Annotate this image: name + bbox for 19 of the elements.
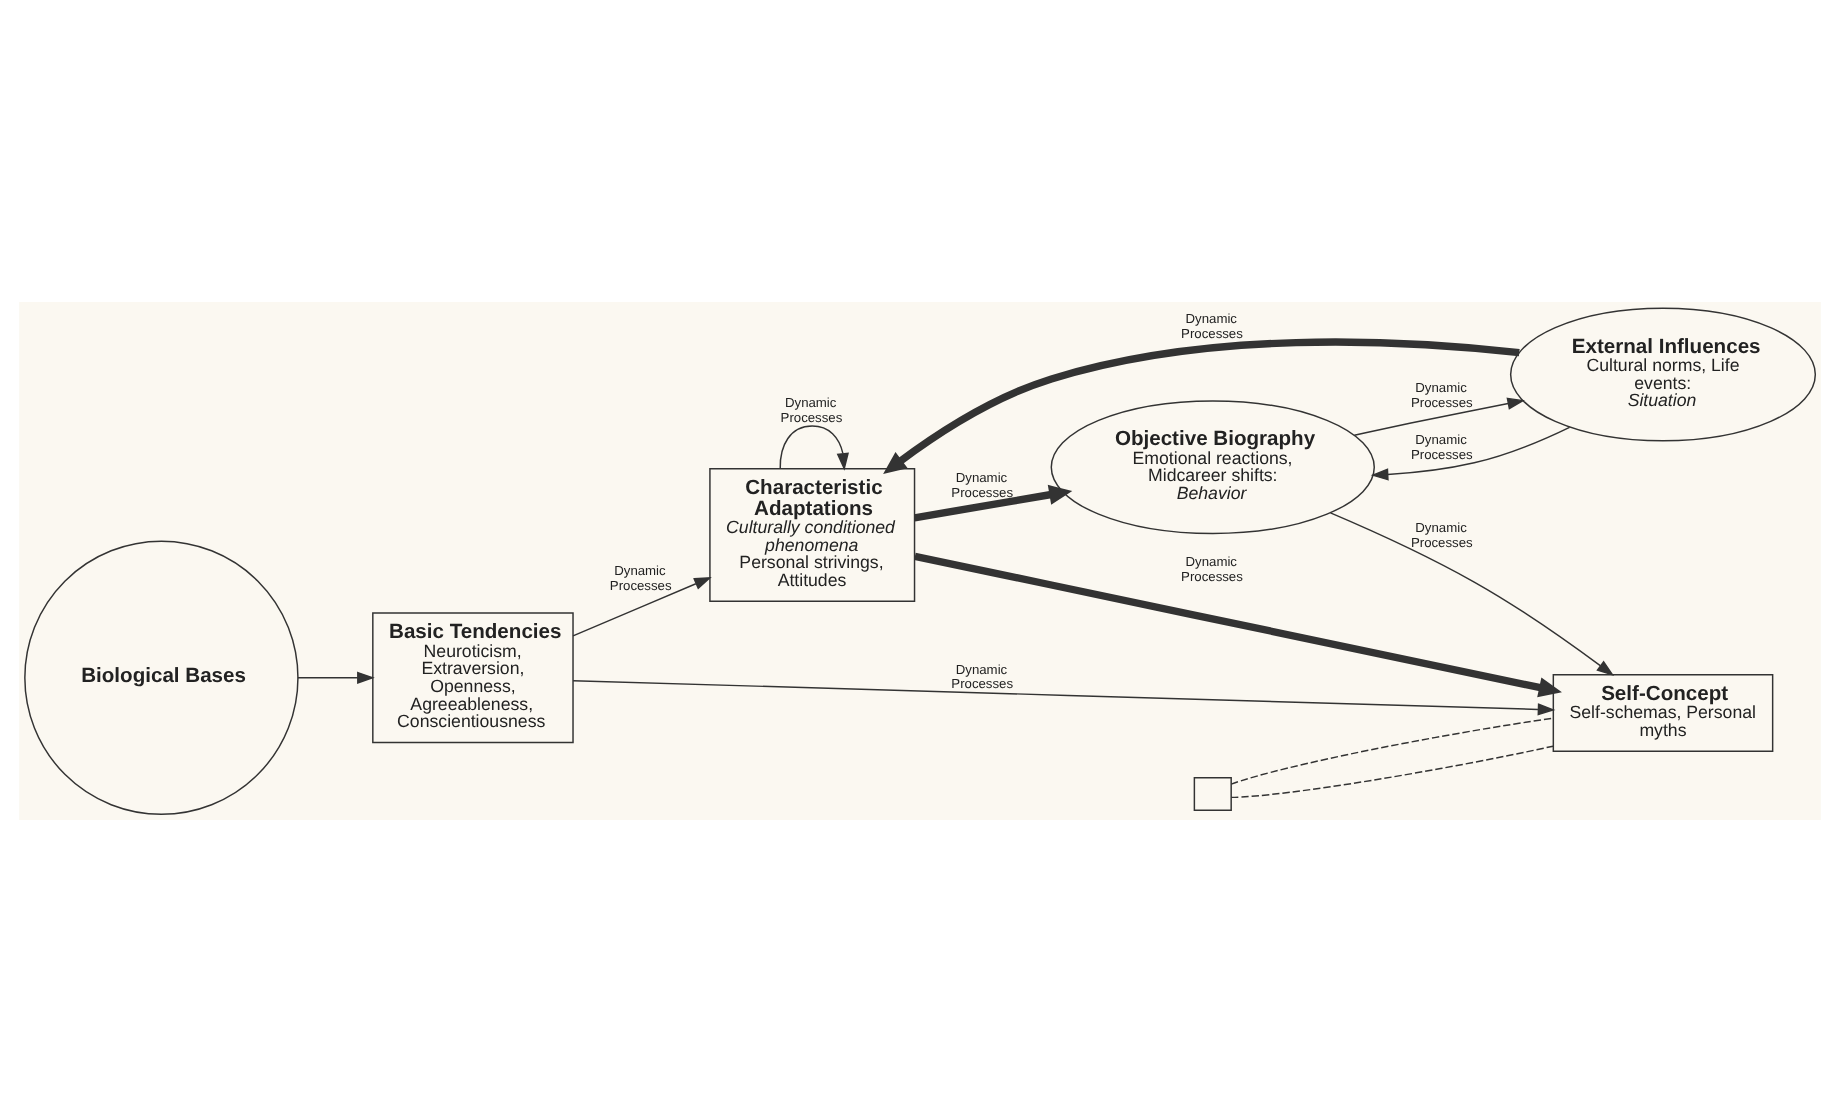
node-ellipse: External Influences Cultural norms, Life events: Situation bbox=[1509, 306, 1817, 441]
node-box: Characteristic Adaptations Culturally conditioned phenomena Personal strivings, Attitudes bbox=[709, 467, 916, 601]
node-circle: Biological Bases bbox=[24, 539, 299, 815]
arrow bbox=[297, 670, 375, 683]
arrow bbox=[1329, 511, 1615, 676]
arrow bbox=[1370, 425, 1571, 480]
node-box: Self-Concept Self-schemas, Personal myths bbox=[1552, 673, 1774, 752]
arrow bbox=[779, 424, 849, 470]
arrow bbox=[572, 678, 1556, 715]
node-box: Basic Tendencies Neuroticism, Extraversion, Openness, Agreeableness, Conscientiousness bbox=[372, 611, 574, 743]
arrow bbox=[883, 337, 1520, 474]
arrow bbox=[913, 483, 1073, 521]
connector bbox=[1230, 744, 1554, 798]
connector bbox=[1230, 716, 1554, 784]
arrow bbox=[572, 575, 712, 636]
node-box bbox=[1193, 776, 1232, 810]
node-ellipse: Objective Biography Emotional reactions, Midcareer shifts: Behavior bbox=[1050, 399, 1375, 534]
arrow bbox=[914, 551, 1562, 697]
arrow bbox=[1353, 396, 1526, 435]
